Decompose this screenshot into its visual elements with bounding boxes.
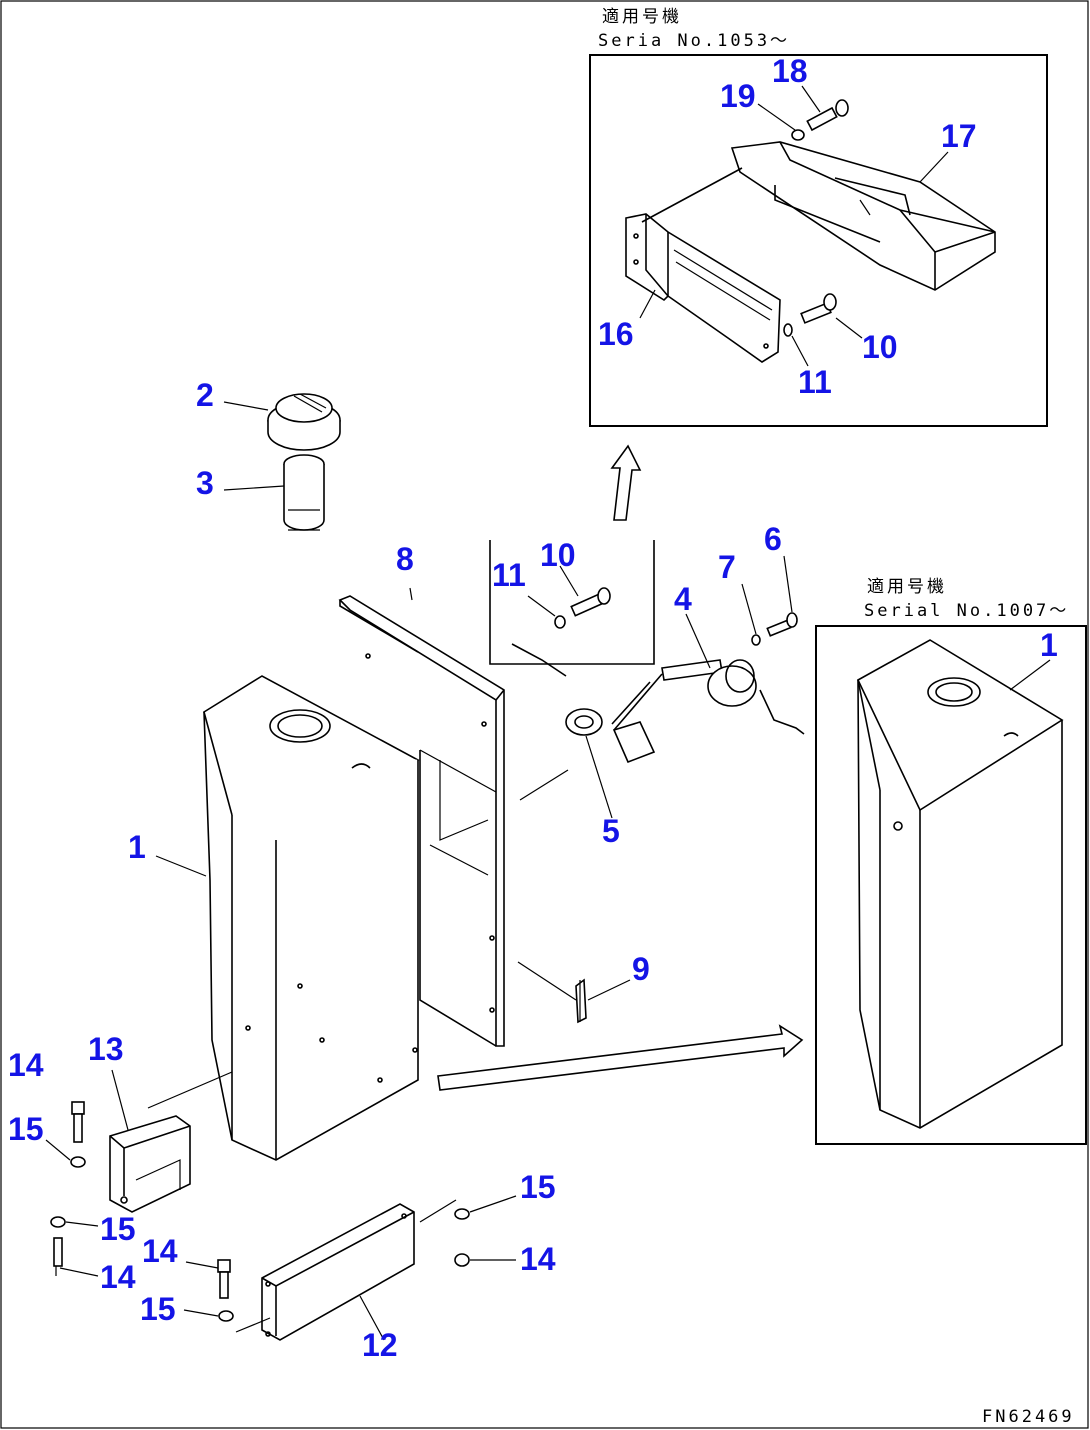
tank-part-1-inset [856,639,1064,1129]
tank-part-1 [202,675,420,1161]
inset-right-caption-serial: Serial No.1007～ [864,601,1069,621]
cover-part-17 [730,141,996,291]
bolt-part-10-detail [570,587,611,617]
callout-5: 5 [602,813,620,849]
callout-12: 12 [362,1327,398,1363]
callout-2: 2 [196,377,214,413]
callout-14-c: 14 [142,1233,178,1269]
callout-14-d: 14 [520,1241,556,1277]
arrow-to-right-inset [437,1024,804,1091]
callout-14-a: 14 [8,1047,44,1083]
inset-right: 適用号機 Serial No.1007～ 1 [815,577,1087,1145]
callout-11-inset: 11 [798,364,832,400]
callout-15-b: 15 [100,1211,136,1247]
inset-right-caption-jp: 適用号機 [867,577,947,597]
plate-part-8 [338,595,505,1047]
callout-17: 17 [941,118,977,154]
callout-13: 13 [88,1031,124,1067]
callout-15-c: 15 [140,1291,176,1327]
callout-15-d: 15 [520,1169,556,1205]
callout-18: 18 [772,53,808,89]
callout-6: 6 [764,521,782,557]
inset-top-caption-serial: Seria No.1053～ [598,31,790,51]
callout-3: 3 [196,465,214,501]
callout-15-a: 15 [8,1111,44,1147]
inset-top: 適用号機 Seria No.1053～ [589,7,1048,427]
callout-10-inset: 10 [862,329,898,365]
callout-16: 16 [598,316,634,352]
callout-19: 19 [720,78,756,114]
washer-part-11-detail [554,615,566,629]
callout-9: 9 [632,951,650,987]
bolt-part-14-c [217,1259,231,1299]
rail-part-12 [261,1203,415,1341]
inset-right-frame [815,625,1087,1145]
bolt-part-14-a [71,1101,85,1143]
strainer-part-3 [283,454,325,531]
clip-part-9 [575,978,587,1024]
gauge-part-4 [611,659,805,764]
callout-1-inset: 1 [1040,627,1058,663]
callout-8: 8 [396,541,414,577]
washer-part-15-a [70,1156,86,1168]
leader-lines [45,401,793,1341]
washer-part-11-inset [783,323,793,337]
bracket-part-13 [109,1071,233,1213]
washer-part-15-b [50,1216,66,1228]
callout-7: 7 [718,549,736,585]
gasket-part-5 [565,708,603,736]
inset-top-caption-jp: 適用号機 [602,7,682,27]
callout-10-mid: 10 [540,537,576,573]
washer-part-15-d [454,1208,470,1220]
bracket-part-16 [625,167,781,363]
screw-part-6 [766,612,798,637]
callout-11-mid: 11 [492,557,526,593]
arrow-to-top-inset [610,444,642,521]
nut-part-14-d [454,1253,470,1267]
bolt-part-10-inset [800,293,837,324]
washer-part-15-c [218,1310,234,1322]
detail-bolt-box: 10 11 [489,537,655,677]
washer-part-7 [751,634,761,646]
callout-4: 4 [674,581,692,617]
callout-14-b: 14 [100,1259,136,1295]
inset-top-frame [589,54,1048,427]
bolt-part-14-b [53,1237,63,1276]
cap-part-2 [267,393,341,451]
callout-1: 1 [128,829,146,865]
washer-part-19 [791,129,805,141]
drawing-code: FN62469 [982,1407,1075,1427]
bolt-part-18 [806,99,849,132]
